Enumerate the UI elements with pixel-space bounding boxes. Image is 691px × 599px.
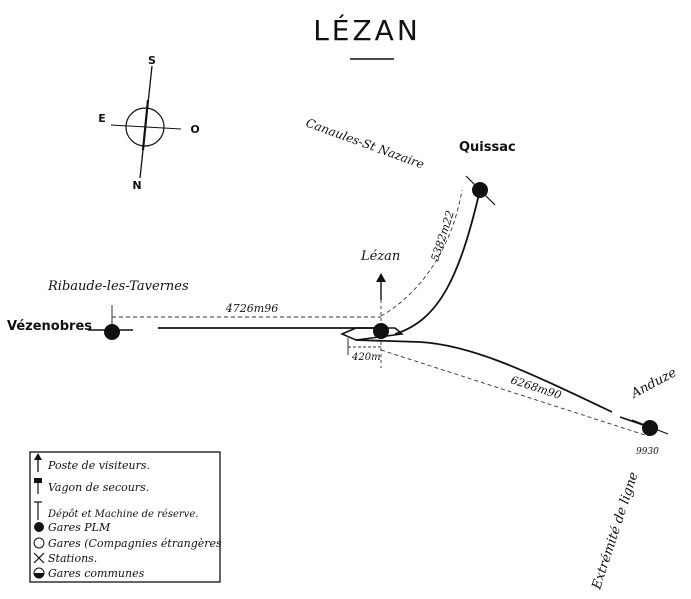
distance-line-quissac xyxy=(380,189,463,317)
label-anduze: Anduze xyxy=(628,365,679,402)
legend-gare-commune-label: Gares communes xyxy=(48,567,145,580)
legend-station-symbol xyxy=(33,552,45,564)
legend-vagon-label: Vagon de secours. xyxy=(48,481,149,494)
distance-local-label: 420m xyxy=(351,352,381,363)
compass-west-label: O xyxy=(190,123,199,136)
distance-anduze-label: 6268m90 xyxy=(509,373,563,402)
legend-poste-symbol xyxy=(34,453,42,472)
compass-east-label: E xyxy=(98,112,106,125)
quissac-cross xyxy=(465,175,496,206)
legend-gare-pim-label: Gares PLM xyxy=(48,521,111,534)
legend-gare-commune-symbol xyxy=(33,567,45,579)
station-vezenobres xyxy=(104,324,120,340)
legend-poste-label: Poste de visiteurs. xyxy=(47,459,150,472)
label-lezan: Lézan xyxy=(360,249,400,264)
anduze-cross xyxy=(631,419,669,435)
label-vezenobres: Vézenobres xyxy=(7,319,92,334)
lezan-siding xyxy=(340,327,404,341)
label-canaules: Canaules-St Nazaire xyxy=(304,116,426,172)
distance-line-anduze xyxy=(380,349,649,437)
legend-station-label: Stations. xyxy=(48,552,97,565)
legend-box: Poste de visiteurs. Vagon de secours. Dé… xyxy=(29,451,222,583)
poste-marker xyxy=(376,273,386,300)
legend-depot-symbol xyxy=(34,501,42,520)
station-lezan xyxy=(373,323,389,339)
label-extremite: Extrémité de ligne xyxy=(589,470,641,592)
legend-gare-etrangere-label: Gares (Compagnies étrangères xyxy=(48,537,222,550)
track-quissac xyxy=(394,189,481,335)
legend-gare-pim-symbol xyxy=(34,522,44,532)
compass-north-label: N xyxy=(132,179,141,192)
compass-south-label: S xyxy=(148,54,156,67)
distance-anduze-small: 9930 xyxy=(636,447,659,457)
label-ribaute: Ribaude-les-Tavernes xyxy=(47,279,189,294)
track-anduze xyxy=(355,339,613,413)
label-quissac: Quissac xyxy=(459,140,516,155)
station-anduze xyxy=(642,420,658,436)
legend-gare-etrangere-symbol xyxy=(33,537,45,549)
map-title: LÉZAN xyxy=(313,13,421,47)
distance-quissac-label: 5382m22 xyxy=(428,209,457,263)
compass-rose: S N E O xyxy=(98,54,199,192)
legend-depot-label: Dépôt et Machine de réserve. xyxy=(47,509,198,520)
legend-vagon-symbol xyxy=(34,478,42,494)
distance-vezenobres-label: 4726m96 xyxy=(225,302,278,315)
